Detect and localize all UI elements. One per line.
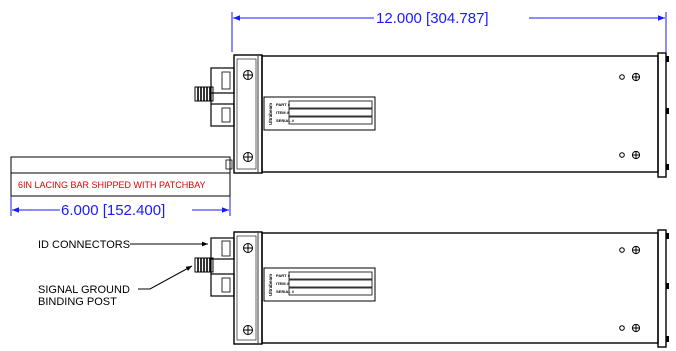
binding-post-callout: SIGNAL GROUND BINDING POST (38, 265, 193, 308)
mounting-screw-icon (243, 243, 253, 253)
mounting-screw-icon (243, 70, 253, 80)
patchbay-bottom-view: Ultrabeam PART # ITEM # SERIAL # (194, 229, 669, 348)
rear-hole-icon (619, 245, 641, 255)
label-plate-field: ITEM # (276, 281, 290, 286)
lacing-bar-note: 6IN LACING BAR SHIPPED WITH PATCHBAY (18, 180, 206, 190)
patchbay-top-view: Ultrabeam PART # ITEM # SERIAL # (194, 52, 669, 178)
label-plate-field: PART # (276, 102, 291, 107)
label-plate-field: ITEM # (276, 110, 290, 115)
rear-hole-icon (619, 72, 641, 82)
label-plate-field: PART # (276, 273, 291, 278)
mounting-screw-icon (243, 325, 253, 335)
label-plate-field: SERIAL # (276, 118, 295, 123)
id-connector (210, 237, 235, 297)
lacing-bar-dimension: 6.000 [152.400] (10, 196, 231, 219)
label-plate: Ultrabeam PART # ITEM # SERIAL # (263, 267, 376, 302)
lacing-bar-length-label: 6.000 [152.400] (61, 202, 165, 219)
label-plate-brand: Ultrabeam (268, 274, 273, 296)
binding-post-icon (194, 86, 214, 102)
overall-length-dimension: 12.000 [304.787] (231, 10, 667, 52)
rear-hole-icon (619, 150, 641, 160)
binding-post-icon (194, 257, 214, 273)
lacing-bar: 6IN LACING BAR SHIPPED WITH PATCHBAY (10, 156, 233, 197)
label-plate-field: SERIAL # (276, 289, 295, 294)
ground-post-label-line2: BINDING POST (38, 296, 117, 308)
rear-hole-icon (619, 323, 641, 333)
overall-length-label: 12.000 [304.787] (376, 10, 489, 27)
ground-post-label-line1: SIGNAL GROUND (38, 284, 130, 296)
label-plate: Ultrabeam PART # ITEM # SERIAL # (263, 96, 376, 131)
id-connector (210, 67, 235, 127)
id-connectors-label: ID CONNECTORS (38, 239, 130, 251)
id-connectors-callout: ID CONNECTORS (38, 239, 208, 251)
label-plate-brand: Ultrabeam (268, 103, 273, 125)
mounting-screw-icon (243, 152, 253, 162)
